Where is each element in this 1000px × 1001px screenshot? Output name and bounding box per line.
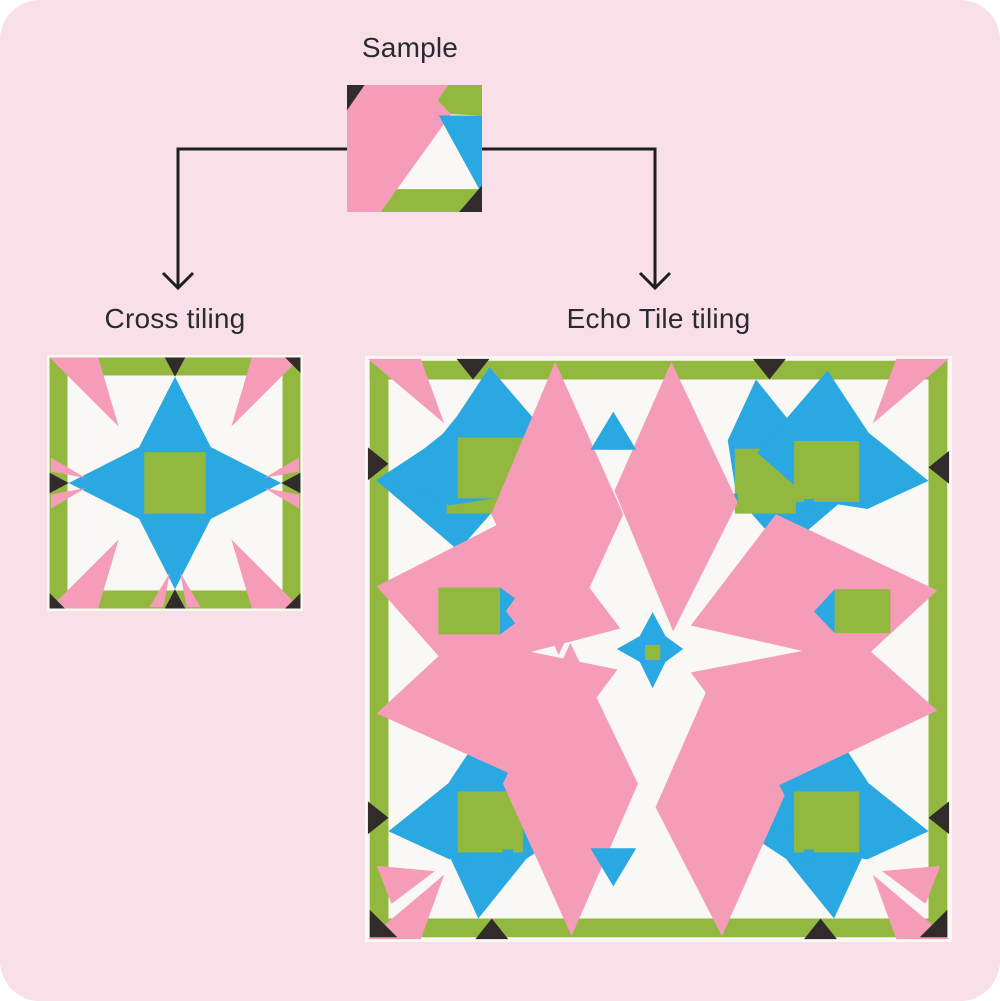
echo-tiling-label: Echo Tile tiling [566,303,751,334]
arrow-down-right-icon [482,147,672,291]
cross-tiling-label: Cross tiling [104,303,246,334]
sample-tile-image [347,85,482,212]
echo-tiling-image [365,356,952,942]
sample-label: Sample [361,32,459,63]
arrow-down-left-icon [161,147,347,291]
cross-tiling-image [47,355,303,611]
